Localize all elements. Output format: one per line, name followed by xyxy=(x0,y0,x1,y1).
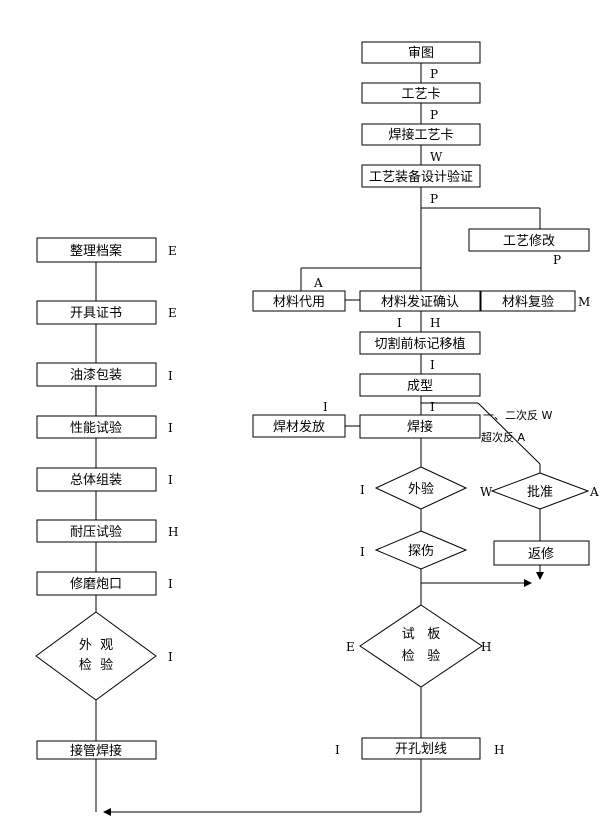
left-step-2: 开具证书 E xyxy=(36,300,177,325)
left-step-2-label: 开具证书 xyxy=(70,306,122,321)
left-step-2-grade: E xyxy=(168,306,177,320)
cailiao-fazheng-grade-left: I xyxy=(397,316,402,330)
left-step-6-grade: H xyxy=(168,525,178,539)
waiyan-grade: I xyxy=(360,483,365,497)
cailiao-daiyong-label: 材料代用 xyxy=(273,295,325,310)
gongyi-xiugai-grade: P xyxy=(553,253,561,267)
left-step-1-grade: E xyxy=(168,244,177,258)
left-step-5: 总体组装 I xyxy=(36,467,173,492)
arrows xyxy=(103,565,544,816)
left-decision-line1: 外 观 xyxy=(79,638,113,653)
kaikong-grade-left: I xyxy=(335,743,340,757)
zhuangbei-label: 工艺装备设计验证 xyxy=(369,169,473,185)
left-step-3-grade: I xyxy=(168,369,173,383)
pizhun-grade-left: W xyxy=(480,485,493,499)
hancai-fafang-grade: I xyxy=(323,400,328,414)
left-step-3: 油漆包装 I xyxy=(36,362,173,387)
hanjie-gongyi-ka-label: 焊接工艺卡 xyxy=(388,127,453,143)
kaikong-grade-right: H xyxy=(494,743,504,757)
left-step-4-label: 性能试验 xyxy=(70,420,122,436)
box-gongyi-xiugai: 工艺修改 P xyxy=(468,228,590,267)
cailiao-daiyong-grade: A xyxy=(313,276,323,290)
gongyi-xiugai-label: 工艺修改 xyxy=(503,234,555,249)
chengxing-label: 成型 xyxy=(407,379,433,394)
cailiao-fuyan-label: 材料复验 xyxy=(502,294,554,310)
box-chengxing: 成型 I xyxy=(359,373,481,414)
cailiao-fazheng-label: 材料发证确认 xyxy=(381,294,459,310)
left-step-6-label: 耐压试验 xyxy=(70,524,122,540)
box-fanxiu: 返修 xyxy=(493,540,590,566)
hanjie-note1: 一、二次反 W xyxy=(483,408,552,422)
chengxing-grade: I xyxy=(430,400,435,414)
tanshang-label: 探伤 xyxy=(408,544,434,559)
box-cailiao-fazheng: 材料发证确认 I H xyxy=(359,290,481,330)
left-decision-line2: 检 验 xyxy=(79,657,113,673)
left-step-1: 整理档案 E xyxy=(36,237,177,263)
left-step-7: 修磨炮口 I xyxy=(36,571,173,596)
shiban-grade-right: H xyxy=(481,640,491,654)
decision-shiban: 试 板 检 验 E H xyxy=(346,604,491,688)
main-connectors xyxy=(300,63,541,812)
decision-tanshang: 探伤 I xyxy=(360,530,468,570)
zhuangbei-grade: P xyxy=(430,192,438,206)
gongyi-ka-label: 工艺卡 xyxy=(401,87,440,102)
decision-pizhun: 批准 W A xyxy=(480,472,599,510)
box-qiege: 切割前标记移植 I xyxy=(359,331,481,372)
left-step-5-label: 总体组装 xyxy=(70,473,122,488)
left-step-4-grade: I xyxy=(168,421,173,435)
pizhun-label: 批准 xyxy=(527,485,553,500)
box-hanjie-gongyi-ka: 焊接工艺卡 W xyxy=(361,123,481,164)
left-last-step: 接管焊接 xyxy=(36,740,157,760)
hanjie-label: 焊接 xyxy=(407,419,433,435)
shiban-grade-left: E xyxy=(346,640,355,654)
box-cailiao-daiyong: 材料代用 A xyxy=(252,276,346,312)
left-last-step-label: 接管焊接 xyxy=(70,743,122,759)
cailiao-fazheng-grade-right: H xyxy=(430,316,440,330)
shen-tu-grade: P xyxy=(430,67,438,81)
kaikong-label: 开孔划线 xyxy=(395,742,447,757)
left-step-7-grade: I xyxy=(168,577,173,591)
hancai-fafang-label: 焊材发放 xyxy=(273,419,325,435)
box-zhuangbei: 工艺装备设计验证 P xyxy=(361,164,481,206)
gongyi-ka-grade: P xyxy=(430,108,438,122)
left-decision: 外 观 检 验 I xyxy=(35,611,173,701)
left-step-1-label: 整理档案 xyxy=(70,244,122,259)
shiban-line1: 试 板 xyxy=(402,627,440,642)
decision-waiyan: 外验 I xyxy=(360,466,468,510)
pizhun-grade-right: A xyxy=(589,485,599,499)
left-step-5-grade: I xyxy=(168,473,173,487)
waiyan-label: 外验 xyxy=(408,481,434,497)
left-step-6: 耐压试验 H xyxy=(36,519,178,543)
left-step-3-label: 油漆包装 xyxy=(70,367,122,383)
qiege-label: 切割前标记移植 xyxy=(374,336,465,352)
box-kaikong: 开孔划线 I H xyxy=(335,737,504,760)
shiban-line2: 检 验 xyxy=(402,648,440,664)
box-hancai-fafang: 焊材发放 I xyxy=(252,400,346,438)
hanjie-note2: 超次反 A xyxy=(481,430,525,444)
box-gongyi-ka: 工艺卡 P xyxy=(361,82,481,122)
hanjie-gongyi-ka-grade: W xyxy=(430,150,443,164)
left-step-7-label: 修磨炮口 xyxy=(70,577,122,592)
qiege-grade: I xyxy=(430,358,435,372)
shen-tu-label: 审图 xyxy=(408,46,434,61)
left-decision-grade: I xyxy=(168,650,173,664)
box-shen-tu: 审图 P xyxy=(361,41,481,81)
box-cailiao-fuyan: 材料复验 M xyxy=(480,290,590,312)
tanshang-grade: I xyxy=(360,545,365,559)
cailiao-fuyan-grade: M xyxy=(578,295,590,309)
fanxiu-label: 返修 xyxy=(528,547,554,562)
box-hanjie: 焊接 一、二次反 W 超次反 A xyxy=(359,408,552,444)
left-step-4: 性能试验 I xyxy=(36,415,173,439)
